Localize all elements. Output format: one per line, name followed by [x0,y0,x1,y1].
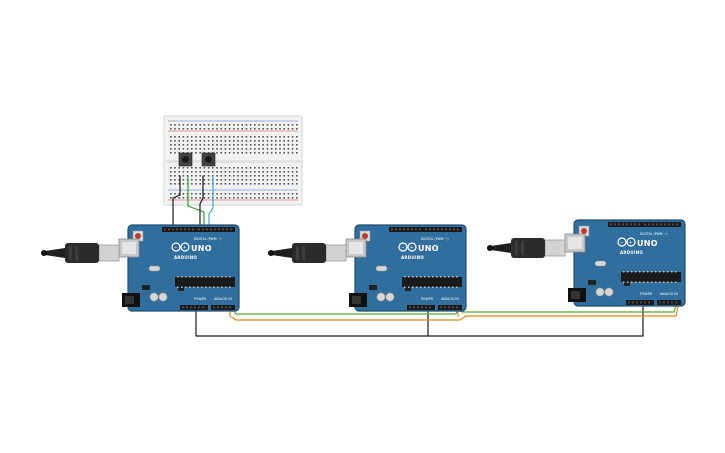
pushbutton-2[interactable] [201,152,216,167]
svg-text:ARDUINO: ARDUINO [620,250,643,255]
usb-cable-3[interactable] [486,237,566,259]
svg-text:POWER: POWER [194,297,207,301]
pushbutton-1[interactable] [178,152,193,167]
svg-text:UNO: UNO [637,239,658,248]
wire-signal-blue [208,175,214,227]
svg-text:POWER: POWER [421,297,434,301]
arduino-uno-3[interactable]: DIGITAL (PWM ~) ARDUINO UNO POWER ANALOG… [564,219,686,307]
svg-text:ANALOG IN: ANALOG IN [660,292,678,296]
wire-signal-green [187,175,205,227]
svg-text:ARDUINO: ARDUINO [174,255,197,260]
usb-cable-2[interactable] [267,242,347,264]
svg-text:ARDUINO: ARDUINO [401,255,424,260]
svg-text:UNO: UNO [418,244,439,253]
arduino-uno-2[interactable]: DIGITAL (PWM ~) ARDUINO UNO POWER ANALOG… [345,224,467,312]
arduino-uno-1[interactable]: DIGITAL (PWM ~) ARDUINO UNO POWER ANALOG… [118,224,240,312]
svg-text:DIGITAL (PWM ~): DIGITAL (PWM ~) [194,237,221,241]
usb-cable-1[interactable] [40,242,120,264]
svg-text:POWER: POWER [640,292,653,296]
breadboard-holes [170,124,298,199]
wire-bus-orange [229,305,679,321]
svg-text:DIGITAL (PWM ~): DIGITAL (PWM ~) [640,232,667,236]
wire-ground-bus [195,306,644,337]
svg-text:ANALOG IN: ANALOG IN [214,297,232,301]
wire-ground-1 [172,175,181,227]
svg-text:DIGITAL (PWM ~): DIGITAL (PWM ~) [421,237,448,241]
svg-text:ANALOG IN: ANALOG IN [441,297,459,301]
wire-ground-2 [199,175,204,227]
svg-text:UNO: UNO [191,244,212,253]
